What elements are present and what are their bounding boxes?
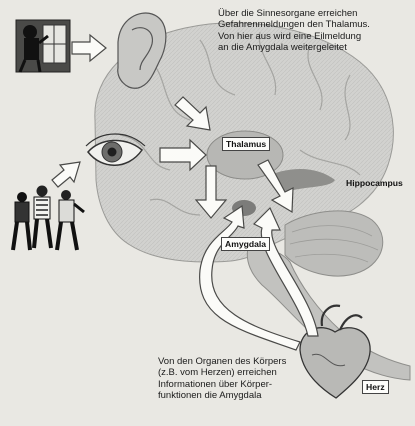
label-hippocampus: Hippocampus [346, 178, 403, 188]
caption-bottom: Von den Organen des Körpers (z.B. vom He… [158, 356, 308, 402]
label-amygdala: Amygdala [221, 237, 270, 251]
caption-top: Über die Sinnesorgane erreichen Gefahren… [218, 8, 408, 54]
arrow-picture-to-ear [72, 35, 106, 61]
brain-cerebellum [285, 211, 383, 276]
label-herz: Herz [362, 380, 389, 394]
three-men-icon [13, 186, 84, 251]
burglar-icon [16, 20, 70, 72]
arrow-men-to-eye [52, 162, 80, 187]
label-thalamus: Thalamus [222, 137, 270, 151]
